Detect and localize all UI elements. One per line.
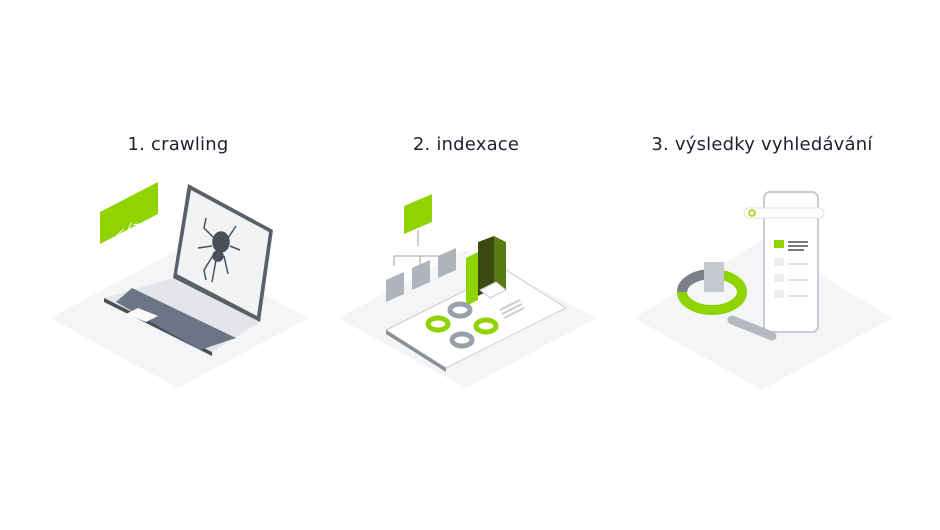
step-indexace: 2. indexace — [316, 0, 616, 530]
folders-charts-illustration — [338, 194, 596, 388]
step-vysledky: 3. výsledky vyhledávání — [612, 0, 912, 530]
keyboard-icon — [116, 288, 236, 350]
bar-chart-icon — [466, 236, 507, 306]
laptop-spider-illustration: </> — [50, 182, 308, 388]
magnifier-icon — [677, 262, 777, 341]
phone-search-results-illustration — [634, 191, 892, 390]
code-badge-icon — [100, 182, 158, 244]
step-crawling: 1. crawling </> — [28, 0, 328, 530]
step-title: 1. crawling — [127, 134, 229, 155]
spider-icon — [197, 217, 241, 283]
donut-chart-icons — [425, 301, 499, 349]
search-bar — [743, 207, 825, 219]
step-title: 3. výsledky vyhledávání — [651, 134, 873, 155]
step-title: 2. indexace — [412, 134, 520, 155]
folder-icon — [404, 194, 432, 234]
search-icon — [748, 209, 756, 217]
